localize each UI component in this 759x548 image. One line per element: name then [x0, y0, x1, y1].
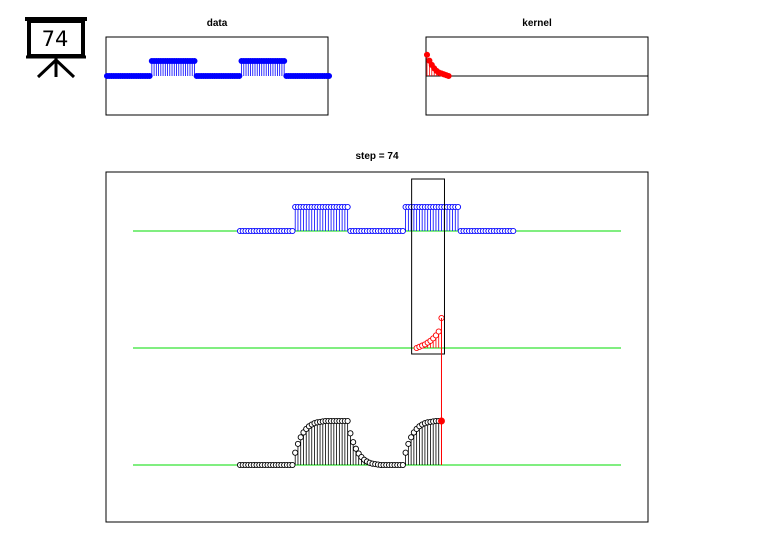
main-result-point — [314, 419, 321, 465]
main-result-point — [344, 417, 351, 465]
main-result-point — [333, 417, 340, 465]
main-result-point — [297, 434, 304, 465]
main-result-point — [350, 439, 357, 465]
main-data-point — [454, 203, 462, 231]
main-axes — [105, 171, 649, 523]
badge-number: 74 — [42, 27, 69, 51]
main-result-point — [352, 445, 359, 465]
kernel-point — [423, 51, 431, 76]
main-kernel-point — [435, 328, 442, 348]
main-data-point — [510, 227, 517, 235]
data-title: data — [207, 18, 228, 29]
data-point — [236, 72, 243, 80]
main-result-point — [319, 418, 326, 465]
kernel-title: kernel — [522, 18, 552, 29]
main-data-stems — [236, 203, 517, 235]
main-result-point — [432, 417, 440, 465]
main-result-point — [430, 418, 437, 465]
data-point — [281, 57, 288, 76]
kernel-stems — [423, 51, 452, 80]
main-result-point — [347, 430, 354, 465]
main-data-point — [399, 227, 406, 235]
main-result-point — [339, 417, 346, 465]
main-result-point — [424, 419, 431, 465]
main-result-point — [336, 417, 343, 465]
main-result-point — [435, 417, 442, 465]
main-result-point — [316, 418, 324, 465]
main-result-point — [355, 450, 362, 465]
presentation-board-icon: 74 — [25, 17, 87, 79]
main-result-point — [427, 418, 434, 465]
main-result-stems — [236, 417, 445, 469]
data-point — [191, 57, 198, 76]
main-result-point — [322, 417, 329, 465]
kernel-point — [445, 72, 452, 80]
data-point — [325, 72, 333, 80]
main-data-point — [289, 227, 296, 235]
main-result-point — [289, 461, 296, 469]
main-result-point — [402, 449, 409, 465]
main-result-point — [341, 417, 348, 465]
main-data-point — [344, 203, 351, 231]
main-result-point — [328, 417, 335, 465]
step-title: step = 74 — [355, 151, 399, 162]
data-stems — [103, 57, 333, 80]
main-result-point — [405, 440, 412, 465]
data-point — [146, 72, 153, 80]
main-result-point — [330, 417, 337, 465]
main-kernel-stems — [413, 314, 445, 352]
main-result-point — [325, 417, 332, 465]
main-result-point — [408, 434, 415, 465]
kernel-window — [411, 178, 445, 355]
main-result-point — [294, 440, 302, 465]
main-result-point — [399, 461, 406, 469]
